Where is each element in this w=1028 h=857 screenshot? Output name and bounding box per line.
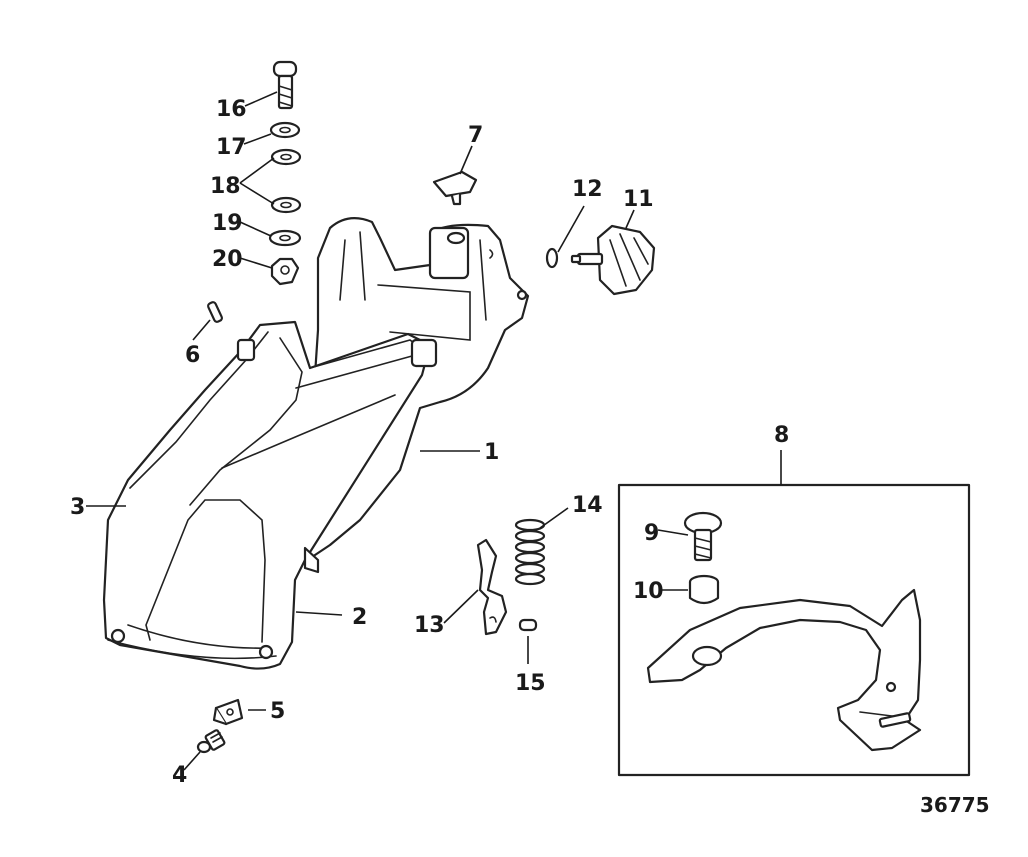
callout-17: 17 [216,135,247,160]
part-washer-18a [270,148,302,166]
callout-16: 16 [216,97,247,122]
callout-20: 20 [212,247,243,272]
part-screw-4 [196,729,226,754]
callout-19: 19 [212,211,243,236]
part-washer-18b [270,196,302,214]
part-washer-17 [269,121,301,139]
callout-8: 8 [774,423,789,448]
callout-10: 10 [633,579,664,604]
callout-5: 5 [270,699,285,724]
callout-18: 18 [210,174,241,199]
callout-4: 4 [172,763,187,788]
part-clip-7 [432,170,478,206]
part-latch-13 [476,538,508,636]
part-bolt-16 [272,60,298,110]
part-pin-6 [207,301,223,323]
callout-11: 11 [623,187,654,212]
part-washer-19 [268,229,302,247]
part-spring-14 [514,518,546,586]
part-knob-11 [570,224,656,296]
part-clamp-bracket [102,320,438,670]
callout-7: 7 [468,123,483,148]
part-screw-9 [683,511,723,562]
callout-1: 1 [484,440,499,465]
part-pin-15 [518,618,538,632]
callout-6: 6 [185,343,200,368]
callout-2: 2 [352,605,367,630]
callout-3: 3 [70,495,85,520]
part-reverse-lock-8 [646,588,922,752]
part-bushing-10 [688,574,720,605]
part-clip-nut-5 [212,698,244,726]
callout-15: 15 [515,671,546,696]
part-washer-12 [545,247,559,269]
callout-9: 9 [644,521,659,546]
callout-14: 14 [572,493,603,518]
figure-number: 36775 [920,793,990,817]
callout-13: 13 [414,613,445,638]
leader-lines [86,91,782,771]
part-nut-20 [270,257,300,286]
callout-12: 12 [572,177,603,202]
